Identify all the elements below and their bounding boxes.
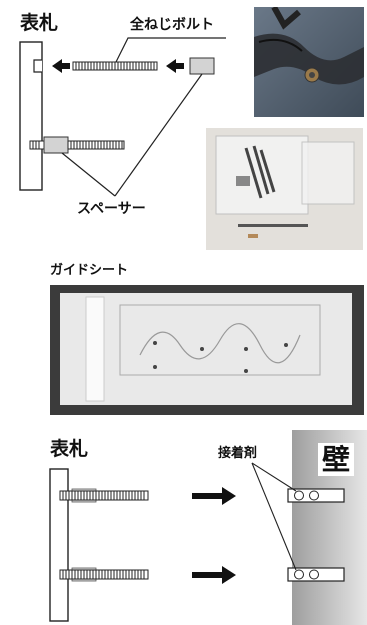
insert-arrow-left <box>52 59 70 73</box>
threaded-bolt <box>59 569 149 580</box>
bolt-leader-line <box>115 37 226 63</box>
bottom-diagram <box>49 430 367 625</box>
wall-label: 壁 <box>318 443 355 477</box>
top-diagram <box>19 37 226 197</box>
adhesive-leader-line <box>251 462 297 492</box>
insert-arrow-right <box>192 487 236 505</box>
nameplate-hole <box>33 59 42 73</box>
adhesive-dot <box>294 490 304 501</box>
insert-arrow-left <box>166 59 184 73</box>
adhesive-dot <box>309 569 319 580</box>
photo-parts-bag <box>206 128 363 250</box>
guide-sheet-label: ガイドシート <box>50 263 129 278</box>
nameplate-label: 表札 <box>50 438 89 460</box>
threaded-bolt <box>59 490 149 501</box>
adhesive-dot <box>294 569 304 580</box>
spacer-leader-line <box>114 73 203 197</box>
spacer-label: スペーサー <box>77 201 146 217</box>
spacer <box>189 57 215 75</box>
nameplate <box>49 468 69 622</box>
spacer-assembled <box>43 136 69 154</box>
photo-wrench <box>254 7 364 117</box>
adhesive-dot <box>309 490 319 501</box>
bolt-label: 全ねじボルト <box>130 17 214 33</box>
nameplate-label: 表札 <box>20 12 59 34</box>
spacer-leader-line <box>61 152 116 197</box>
adhesive-leader-line <box>251 462 297 571</box>
insert-arrow-right <box>192 566 236 584</box>
nameplate <box>19 41 43 191</box>
photo-guide-sheet <box>50 285 364 415</box>
threaded-bolt-short <box>29 140 45 150</box>
adhesive-label: 接着剤 <box>218 446 258 461</box>
threaded-bolt <box>67 140 125 150</box>
